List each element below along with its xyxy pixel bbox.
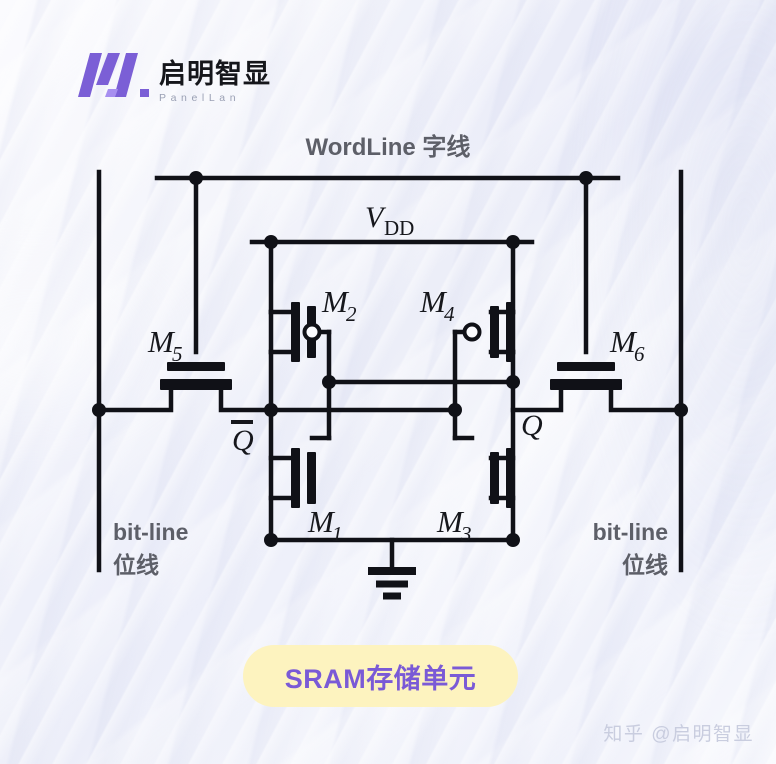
caption-badge: SRAM存储单元 (243, 645, 518, 707)
watermark: 知乎 @启明智显 (603, 724, 754, 745)
label-m1-sub: 1 (332, 522, 343, 546)
bitline-right-label-cn: 位线 (622, 552, 668, 578)
wire-m6-left-terminal (510, 389, 564, 413)
label-m6-base: M (609, 324, 638, 359)
caption-text: SRAM存储单元 (284, 663, 477, 694)
vdd-label-base: V (365, 201, 387, 234)
transistor-m6-symbol (550, 362, 622, 390)
label-m3-sub: 3 (460, 522, 472, 546)
bitline-left-label-cn: 位线 (113, 552, 159, 578)
transistor-m4-symbol (490, 302, 515, 362)
qbar-overline (231, 420, 253, 424)
transistor-m3-symbol (490, 448, 515, 508)
label-m3-base: M (436, 504, 465, 539)
pmos-bubble-m4-icon (462, 322, 482, 342)
label-m4-base: M (419, 284, 448, 319)
ground-symbol-icon (368, 567, 416, 600)
node-label-qbar: Q (231, 420, 254, 457)
junction-dots (92, 171, 688, 547)
label-m2-base: M (321, 284, 350, 319)
label-m5-sub: 5 (172, 342, 183, 366)
transistor-m5-symbol (160, 362, 232, 390)
wire-m6-right-terminal (608, 389, 684, 413)
node-label-q: Q (521, 409, 543, 442)
label-m5-base: M (147, 324, 176, 359)
sram-cell-schematic: WordLine 字线 V DD M 5 M 6 M 2 M 4 M 1 M 3… (92, 133, 688, 600)
label-m2-sub: 2 (346, 302, 357, 326)
transistor-m1-symbol (291, 448, 316, 508)
label-m1-base: M (307, 504, 336, 539)
wire-m5-right-terminal (218, 389, 274, 413)
label-m4-sub: 4 (444, 302, 455, 326)
wire-m5-left-terminal (96, 389, 174, 413)
bitline-right-label-en: bit-line (593, 519, 668, 545)
brand-name-cn: 启明智显 (159, 58, 271, 89)
node-label-qbar-text: Q (232, 424, 254, 457)
bitline-left-label-en: bit-line (113, 519, 188, 545)
brand-logo: 启明智显 PanelLan (78, 45, 271, 103)
brand-name-en: PanelLan (159, 91, 241, 104)
pmos-bubble-m2-icon (302, 322, 322, 342)
panellan-slash-logo-icon (78, 45, 150, 103)
vdd-label-sub: DD (384, 216, 414, 240)
label-m6-sub: 6 (634, 342, 645, 366)
wordline-label: WordLine 字线 (306, 133, 471, 161)
